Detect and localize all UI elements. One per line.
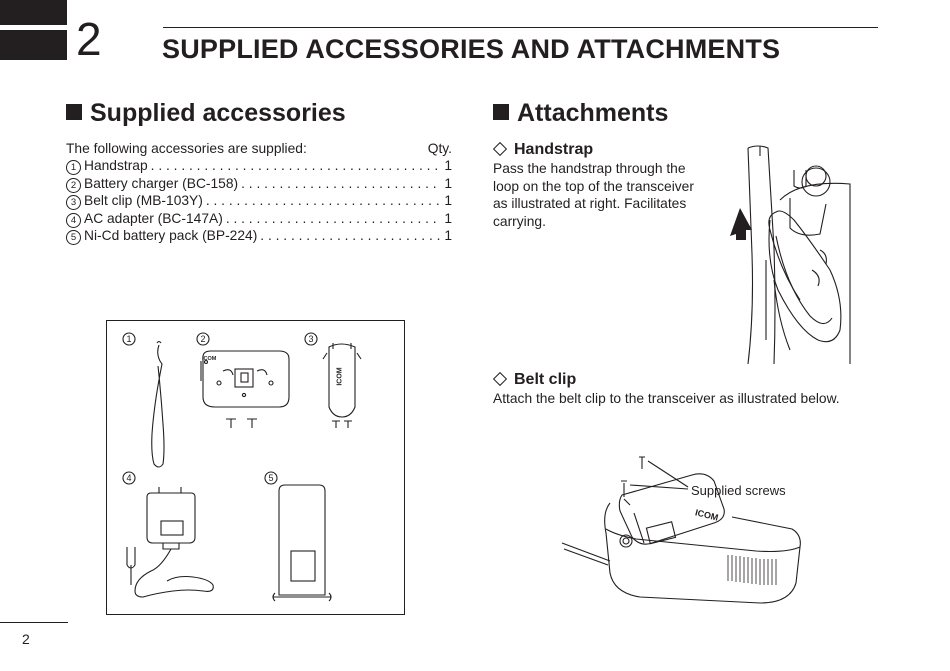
list-item: 5 Ni-Cd battery pack (BP-224) 1 [66,228,452,245]
chapter-title: SUPPLIED ACCESSORIES AND ATTACHMENTS [162,34,781,64]
circled-number-icon: 3 [66,195,81,211]
text-line: loop on the top of the transceiver [493,178,694,194]
dot-leader [226,211,442,226]
chapter-tab-bar [0,30,67,60]
text-line: as illustrated at right. Facilitates [493,196,687,212]
page-number: 2 [22,631,30,647]
handstrap-heading: Handstrap [491,141,593,159]
accessories-figure: 1 2 3 4 5 ICOM ICOM [106,320,405,615]
item-label: Ni-Cd battery pack (BP-224) [84,227,258,243]
item-qty: 1 [444,227,452,243]
chapter-number: 2 [76,13,102,65]
header-rule [163,27,878,28]
belt-clip-illustration [561,456,801,604]
dot-leader [241,176,441,191]
belt-clip-description: Attach the belt clip to the transceiver … [493,391,840,406]
charger-brand: ICOM [202,356,217,362]
svg-text:5: 5 [268,473,273,483]
accessory-list: The following accessories are supplied: … [66,141,452,245]
square-bullet-icon [66,104,82,120]
belt-clip-heading: Belt clip [491,371,576,389]
qty-label: Qty. [427,141,452,156]
dot-leader [151,158,442,173]
circled-number-icon: 1 [66,160,81,176]
dot-leader [206,193,441,208]
item-qty: 1 [444,210,452,226]
text-line: carrying. [493,213,546,229]
text-line: Pass the handstrap through the [493,161,686,176]
circled-number-icon: 2 [66,177,81,193]
item-label: Belt clip (MB-103Y) [84,193,203,209]
accessory-list-header: The following accessories are supplied: … [66,141,452,158]
supplied-screws-callout: Supplied screws [691,483,786,498]
svg-text:1: 1 [126,334,131,344]
list-item: 4 AC adapter (BC-147A) 1 [66,211,452,228]
chapter-tab-bar-top [0,0,67,25]
svg-text:2: 2 [200,334,205,344]
clip-brand: ICOM [336,367,344,386]
footer-rule [0,622,68,623]
dot-leader [260,228,441,243]
square-bullet-icon [493,104,509,120]
item-qty: 1 [444,175,452,191]
handstrap-illustration [730,145,851,365]
svg-text:3: 3 [308,334,313,344]
list-item: 2 Battery charger (BC-158) 1 [66,176,452,193]
attachments-heading: Attachments [493,99,668,128]
item-qty: 1 [444,193,452,209]
diamond-bullet-icon [492,141,508,156]
item-label: AC adapter (BC-147A) [84,210,223,226]
circled-number-icon: 5 [66,229,81,245]
diamond-bullet-icon [492,371,508,386]
supplied-accessories-heading: Supplied accessories [66,99,346,128]
handstrap-description: Pass the handstrap through the loop on t… [493,160,705,230]
list-item: 1 Handstrap 1 [66,158,452,176]
circled-number-icon: 4 [66,212,81,228]
svg-text:4: 4 [126,473,131,483]
item-qty: 1 [444,158,452,174]
item-label: Battery charger (BC-158) [84,175,239,191]
list-item: 3 Belt clip (MB-103Y) 1 [66,193,452,211]
accessories-illustration: 1 2 3 4 5 [122,332,362,602]
item-label: Handstrap [84,158,148,174]
accessory-intro: The following accessories are supplied: [66,141,307,156]
